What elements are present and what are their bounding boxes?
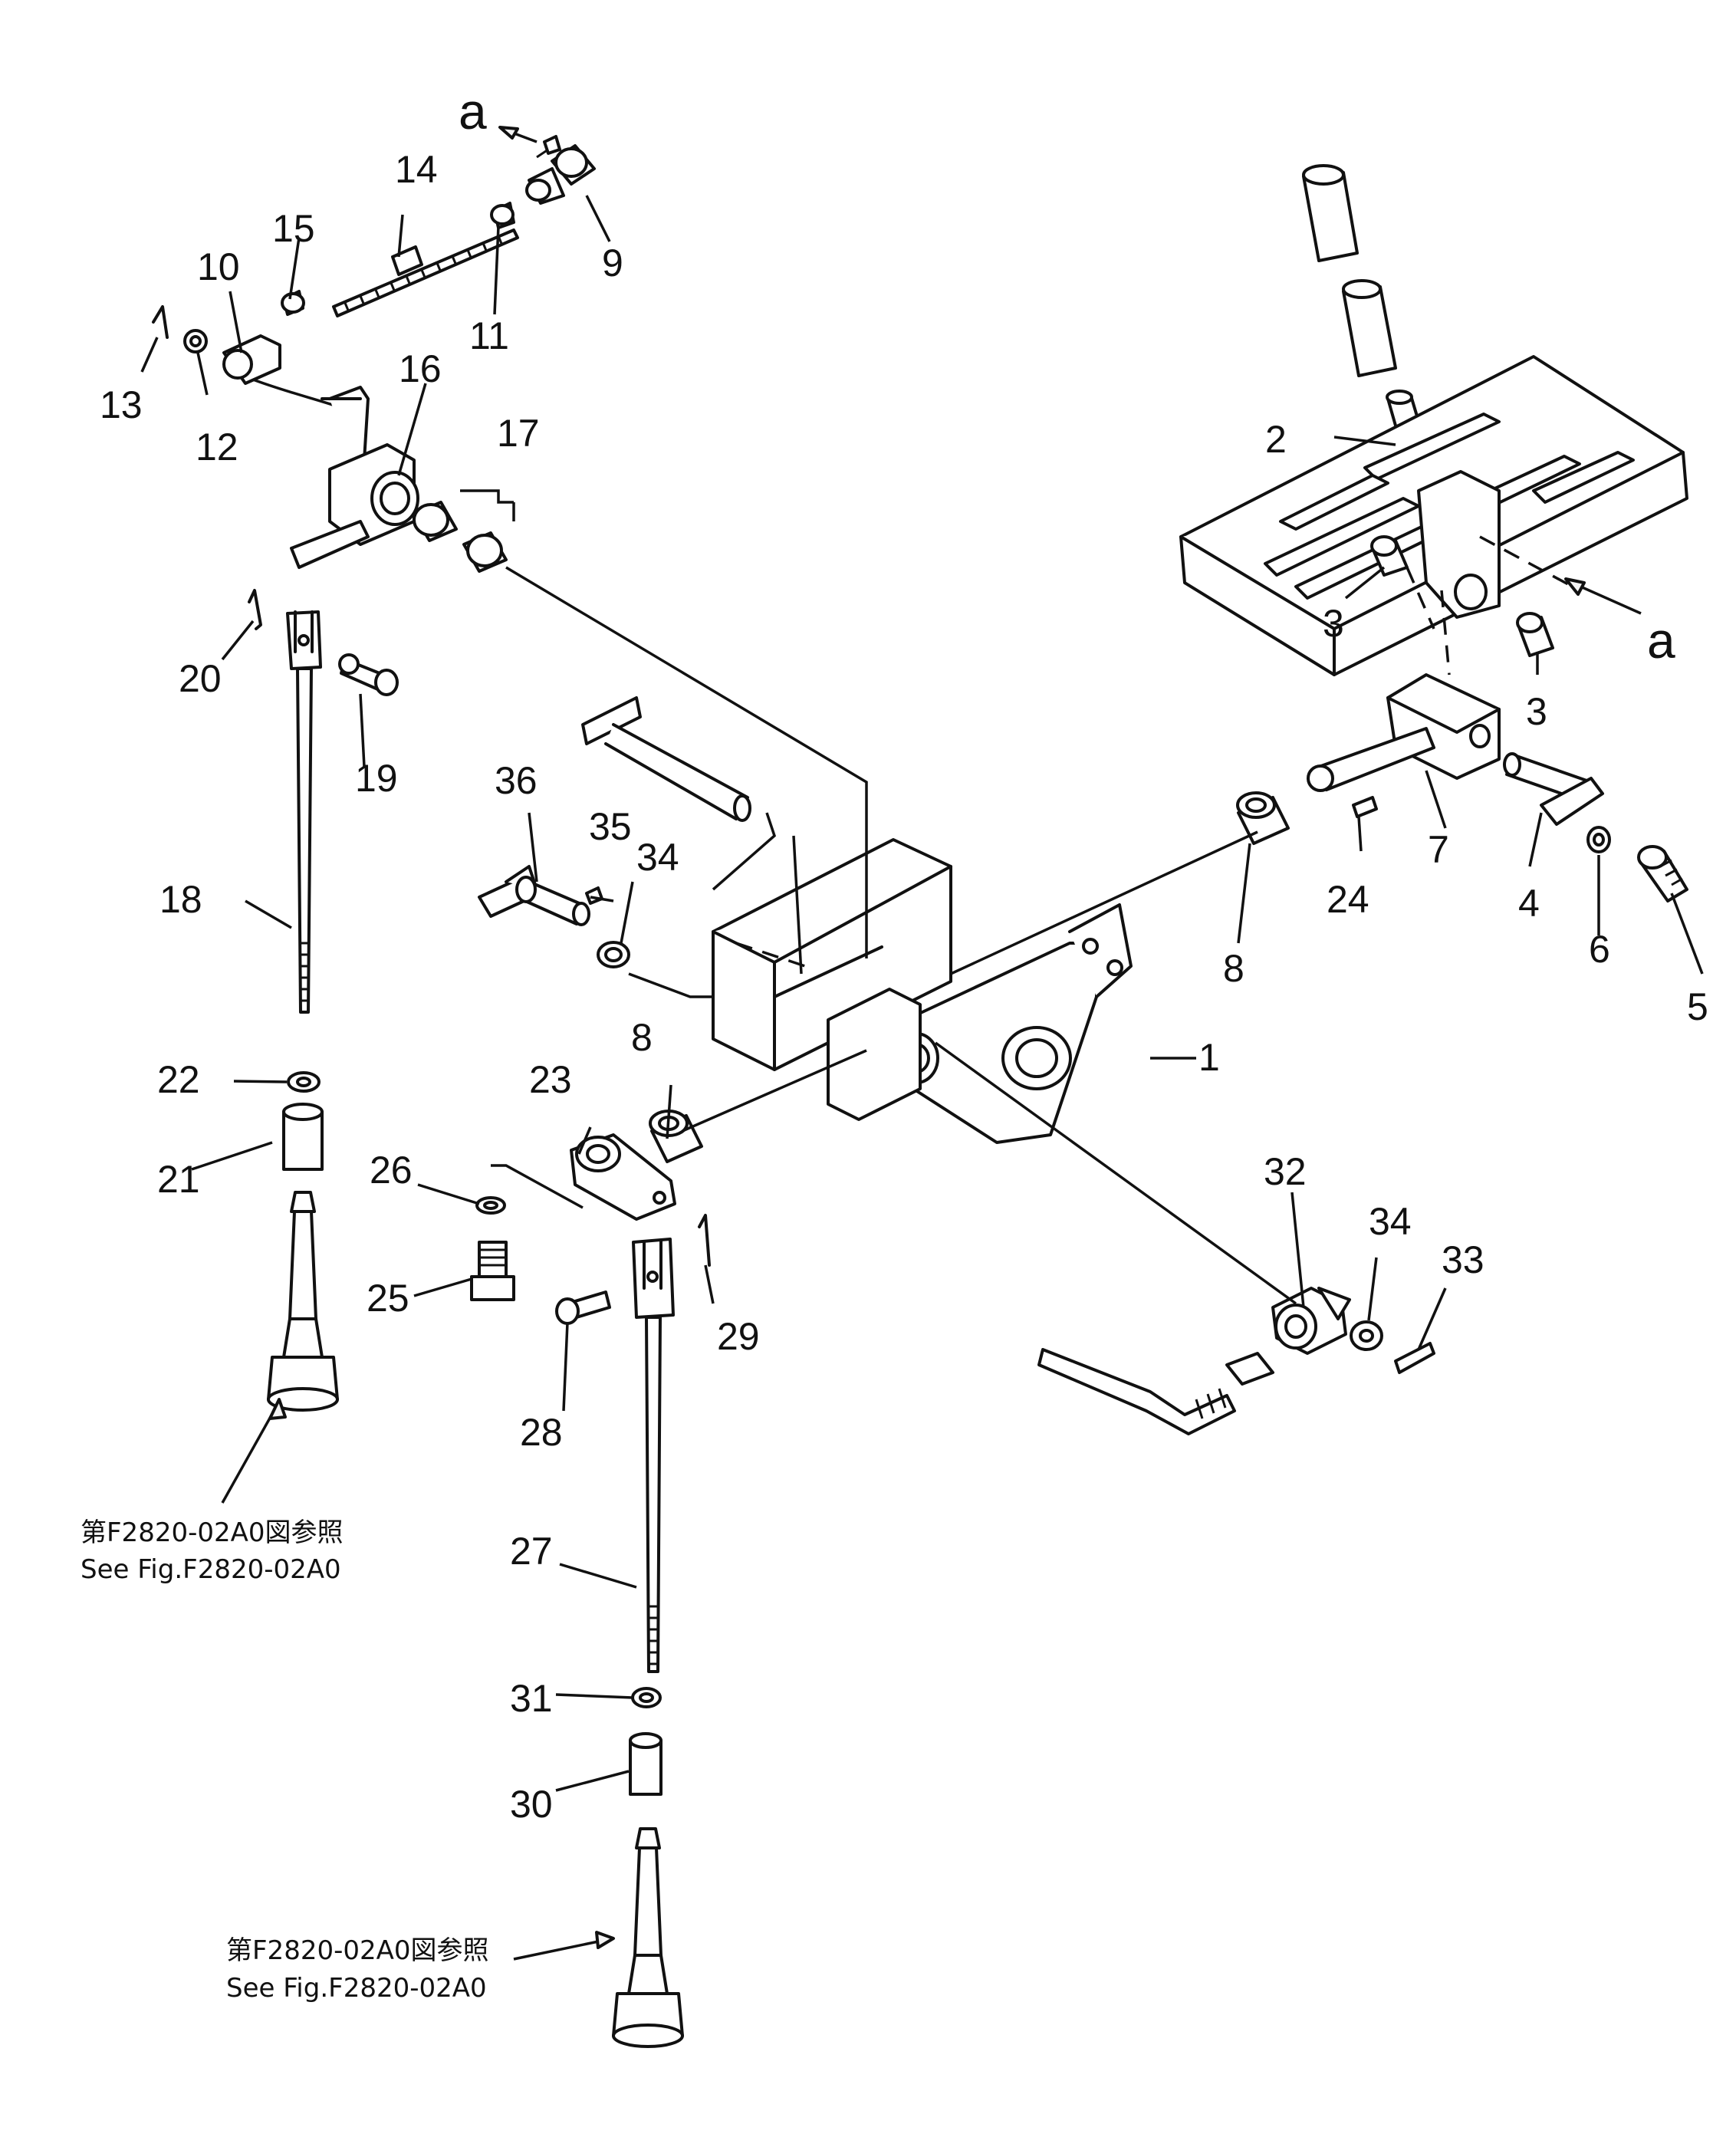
reference-notes: 第F2820-02A0図参照 See Fig.F2820-02A0 第F2820…: [81, 1517, 489, 2004]
callout-26: 26: [370, 1149, 413, 1192]
callout-29: 29: [717, 1315, 760, 1358]
pin-bracket-part: [478, 865, 630, 968]
view-markers: a a: [459, 83, 1675, 669]
long-pin-part: [581, 696, 751, 822]
callout-3a: 3: [1323, 602, 1344, 645]
callout-9: 9: [602, 242, 623, 284]
callout-31: 31: [510, 1677, 553, 1720]
view-marker-a-top: a: [459, 83, 487, 140]
rod-clevis-part: [286, 610, 322, 1014]
reference-2-jp: 第F2820-02A0図参照: [226, 1935, 489, 1966]
callout-22: 22: [157, 1058, 200, 1101]
callout-1: 1: [1198, 1036, 1220, 1079]
callout-16: 16: [399, 347, 442, 390]
main-bracket-part: [712, 838, 1133, 1144]
leader-lines: [140, 195, 1704, 1792]
callout-21: 21: [157, 1158, 200, 1201]
reference-arrows: [221, 1398, 615, 1961]
lever-bracket-part: [570, 1133, 676, 1221]
callout-28: 28: [520, 1411, 563, 1454]
callout-34a: 34: [1369, 1200, 1412, 1243]
callout-labels: 1 2 3 3 4 5 6 7 8 8 9 10 11 12 13 14 15 …: [100, 148, 1708, 1826]
rod-end-assembly: [152, 135, 596, 408]
callout-23: 23: [529, 1058, 572, 1101]
callout-18: 18: [159, 878, 202, 921]
callout-10: 10: [197, 245, 240, 288]
view-marker-a-right: a: [1647, 612, 1675, 669]
callout-12: 12: [196, 426, 238, 468]
key-part: [1352, 796, 1378, 818]
callout-2: 2: [1265, 418, 1287, 461]
callout-24: 24: [1327, 878, 1369, 921]
callout-5: 5: [1687, 985, 1708, 1028]
callout-30: 30: [510, 1783, 553, 1826]
callout-8a: 8: [1223, 947, 1244, 990]
callout-19: 19: [355, 757, 398, 800]
bushing-pair-part: [413, 501, 508, 573]
lower-rod-left: [267, 1191, 339, 1412]
clevis-pin-part: [248, 589, 399, 696]
nut-sleeve-lower-part: [629, 1687, 663, 1796]
callout-7: 7: [1428, 828, 1449, 871]
bolt-part: [1637, 845, 1688, 902]
callout-33: 33: [1442, 1238, 1484, 1281]
callout-8b: 8: [631, 1016, 653, 1059]
callout-32: 32: [1264, 1150, 1307, 1193]
lower-rod-bottom: [612, 1827, 684, 2048]
reference-2-en: See Fig.F2820-02A0: [226, 1973, 487, 2004]
cable-end-part: [1037, 1287, 1435, 1435]
nut-sleeve-part: [282, 1071, 324, 1171]
callout-4: 4: [1518, 882, 1540, 925]
view-arrows: [498, 126, 1642, 615]
callout-15: 15: [272, 207, 315, 250]
yoke-shaft-part: [1307, 673, 1501, 792]
washer-bolt-part: [470, 1196, 515, 1301]
washer-part: [1586, 826, 1611, 853]
callout-14: 14: [395, 148, 438, 191]
rod-clevis-part-lower: [632, 1238, 675, 1673]
callout-36: 36: [495, 759, 538, 802]
callout-25: 25: [367, 1277, 409, 1320]
callout-3b: 3: [1526, 690, 1547, 733]
callout-6: 6: [1589, 928, 1610, 971]
lever-part: [290, 386, 419, 569]
callout-13: 13: [100, 383, 143, 426]
assembly-lines: [491, 535, 1580, 1305]
callout-35: 35: [589, 805, 632, 848]
callout-17: 17: [497, 412, 540, 455]
bushing-part: [1370, 535, 1554, 657]
reference-1-en: See Fig.F2820-02A0: [81, 1554, 341, 1585]
shift-gate-plate-part: [1179, 355, 1688, 676]
pin-plate-part: [1503, 752, 1604, 826]
callout-27: 27: [510, 1530, 553, 1573]
callout-20: 20: [179, 657, 222, 700]
reference-1-jp: 第F2820-02A0図参照: [81, 1517, 344, 1548]
callout-34b: 34: [636, 836, 679, 879]
callout-11: 11: [469, 314, 509, 357]
